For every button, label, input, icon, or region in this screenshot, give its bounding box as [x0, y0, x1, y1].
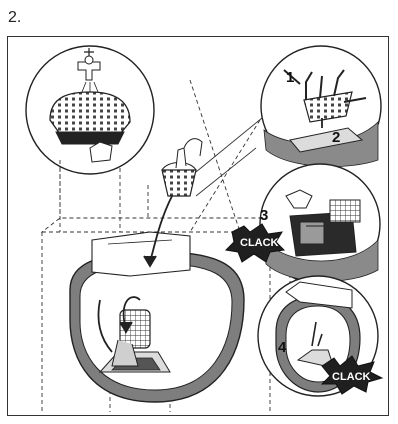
detail-circle-remove — [261, 46, 381, 167]
callout-step-1: 1 — [286, 69, 294, 86]
clack-label-a: CLACK — [240, 237, 279, 249]
callout-step-4: 4 — [278, 339, 287, 356]
clack-label-b: CLACK — [332, 371, 371, 383]
callout-step-2: 2 — [332, 129, 340, 146]
detail-circle-insert — [260, 164, 380, 284]
basket-with-hand — [162, 139, 202, 196]
rinse-detail-circle — [26, 46, 154, 174]
drum-opening — [70, 252, 244, 402]
door-flap — [92, 232, 190, 276]
callout-step-3: 3 — [260, 207, 268, 224]
